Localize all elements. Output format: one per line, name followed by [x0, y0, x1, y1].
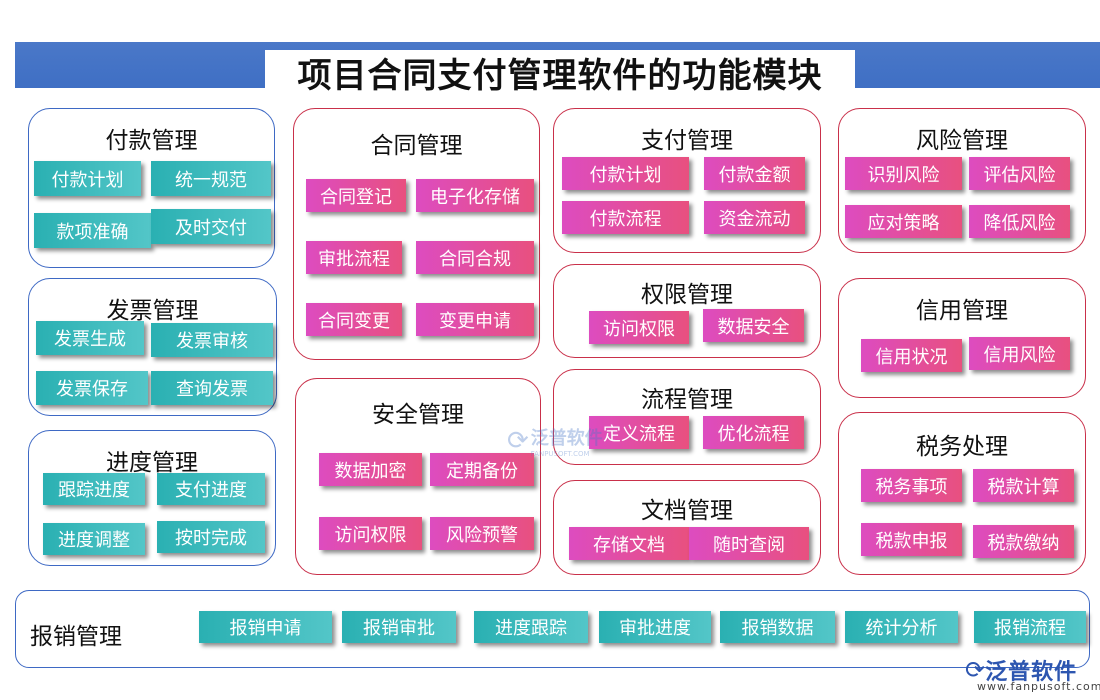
- panel-document-mgmt: 文档管理 存储文档 随时查阅: [553, 480, 821, 575]
- panel-payment-mgmt: 付款管理 付款计划 统一规范 款项准确 及时交付: [28, 108, 275, 268]
- panel-progress-mgmt: 进度管理 跟踪进度 支付进度 进度调整 按时完成: [28, 430, 276, 566]
- item-unified-standard[interactable]: 统一规范: [151, 161, 271, 196]
- panel-contract-mgmt: 合同管理 合同登记 电子化存储 审批流程 合同合规 合同变更 变更申请: [293, 108, 540, 360]
- panel-title: 进度管理: [106, 450, 198, 476]
- brand-logo-text: 泛普软件: [985, 660, 1078, 685]
- item-credit-risk[interactable]: 信用风险: [969, 337, 1070, 370]
- panel-title: 信用管理: [916, 298, 1008, 324]
- item-invoice-review[interactable]: 发票审核: [151, 323, 273, 357]
- panel-pay-mgmt: 支付管理 付款计划 付款金额 付款流程 资金流动: [553, 108, 821, 253]
- item-approval-process[interactable]: 审批流程: [306, 241, 402, 274]
- item-invoice-query[interactable]: 查询发票: [151, 371, 273, 405]
- item-change-request[interactable]: 变更申请: [416, 303, 534, 336]
- brand-logo-url: www.fanpusoft.com: [977, 680, 1100, 693]
- item-anytime-review[interactable]: 随时查阅: [689, 527, 809, 560]
- brand-logo-icon: ⟳: [965, 656, 986, 684]
- panel-title: 安全管理: [372, 402, 464, 428]
- item-reimburse-process[interactable]: 报销流程: [974, 611, 1086, 643]
- panel-permission-mgmt: 权限管理 访问权限 数据安全: [553, 264, 821, 358]
- panel-title: 权限管理: [641, 282, 733, 308]
- item-define-process[interactable]: 定义流程: [589, 416, 689, 449]
- panel-security-mgmt: 安全管理 数据加密 定期备份 访问权限 风险预警: [295, 378, 541, 575]
- item-tax-calculation[interactable]: 税款计算: [973, 469, 1074, 502]
- brand-logo: ⟳ 泛普软件 www.fanpusoft.com: [965, 654, 1100, 693]
- item-risk-warning[interactable]: 风险预警: [430, 517, 534, 550]
- item-payment-progress[interactable]: 支付进度: [157, 473, 265, 505]
- item-reimburse-data[interactable]: 报销数据: [720, 611, 835, 643]
- panel-title: 支付管理: [641, 128, 733, 154]
- item-accurate-amount[interactable]: 款项准确: [34, 213, 151, 248]
- item-track-progress[interactable]: 跟踪进度: [43, 473, 145, 505]
- item-store-document[interactable]: 存储文档: [569, 527, 689, 560]
- panel-title: 税务处理: [916, 434, 1008, 460]
- panel-tax-mgmt: 税务处理 税务事项 税款计算 税款申报 税款缴纳: [838, 412, 1086, 575]
- panel-title: 流程管理: [641, 387, 733, 413]
- item-tax-payment[interactable]: 税款缴纳: [973, 525, 1074, 558]
- item-invoice-generate[interactable]: 发票生成: [36, 321, 144, 355]
- item-invoice-save[interactable]: 发票保存: [36, 371, 148, 405]
- item-data-security[interactable]: 数据安全: [703, 309, 804, 342]
- watermark-logo-icon: ⟳: [507, 426, 529, 456]
- item-approval-progress[interactable]: 审批进度: [599, 611, 711, 643]
- watermark: ⟳ 泛普软件 FANPUSOFT.COM: [507, 424, 603, 458]
- item-data-encryption[interactable]: 数据加密: [319, 453, 422, 486]
- item-pay-amount[interactable]: 付款金额: [704, 157, 805, 190]
- item-contract-compliance[interactable]: 合同合规: [416, 241, 534, 274]
- item-identify-risk[interactable]: 识别风险: [845, 157, 962, 190]
- panel-reimburse-mgmt: 报销管理 报销申请 报销审批 进度跟踪 审批进度 报销数据 统计分析 报销流程: [15, 590, 1090, 668]
- panel-title: 报销管理: [30, 624, 122, 650]
- watermark-url: FANPUSOFT.COM: [530, 450, 590, 458]
- panel-risk-mgmt: 风险管理 识别风险 评估风险 应对策略 降低风险: [838, 108, 1086, 253]
- item-reimburse-approve[interactable]: 报销审批: [342, 611, 456, 643]
- item-pay-process[interactable]: 付款流程: [562, 201, 689, 234]
- panel-process-mgmt: 流程管理 定义流程 优化流程: [553, 369, 821, 465]
- item-timely-delivery[interactable]: 及时交付: [151, 209, 271, 244]
- item-pay-plan[interactable]: 付款计划: [562, 157, 689, 190]
- panel-title: 发票管理: [106, 298, 199, 324]
- item-fund-flow[interactable]: 资金流动: [704, 201, 805, 234]
- panel-credit-mgmt: 信用管理 信用状况 信用风险: [838, 278, 1086, 398]
- item-progress-tracking[interactable]: 进度跟踪: [474, 611, 588, 643]
- item-credit-status[interactable]: 信用状况: [861, 339, 962, 372]
- item-reduce-risk[interactable]: 降低风险: [969, 205, 1070, 238]
- item-payment-plan[interactable]: 付款计划: [34, 161, 141, 196]
- item-optimize-process[interactable]: 优化流程: [703, 416, 804, 449]
- item-response-strategy[interactable]: 应对策略: [845, 205, 962, 238]
- item-contract-change[interactable]: 合同变更: [306, 303, 402, 336]
- item-contract-register[interactable]: 合同登记: [306, 179, 406, 212]
- panel-title: 合同管理: [370, 133, 463, 159]
- item-statistical-analysis[interactable]: 统计分析: [845, 611, 958, 643]
- watermark-brand: 泛普软件: [530, 428, 603, 449]
- item-progress-adjust[interactable]: 进度调整: [43, 523, 145, 555]
- item-access-permission[interactable]: 访问权限: [319, 517, 422, 550]
- item-regular-backup[interactable]: 定期备份: [430, 453, 534, 486]
- panel-title: 文档管理: [641, 498, 733, 524]
- panel-title: 风险管理: [916, 128, 1008, 154]
- item-tax-declaration[interactable]: 税款申报: [861, 523, 962, 556]
- page-title: 项目合同支付管理软件的功能模块: [265, 50, 855, 96]
- item-assess-risk[interactable]: 评估风险: [969, 157, 1070, 190]
- item-tax-matters[interactable]: 税务事项: [861, 469, 962, 502]
- item-access-permission[interactable]: 访问权限: [589, 311, 689, 344]
- panel-title: 付款管理: [105, 128, 198, 154]
- item-electronic-storage[interactable]: 电子化存储: [416, 179, 534, 212]
- item-reimburse-apply[interactable]: 报销申请: [199, 611, 332, 643]
- item-on-time-complete[interactable]: 按时完成: [157, 521, 265, 553]
- panel-invoice-mgmt: 发票管理 发票生成 发票审核 发票保存 查询发票: [28, 278, 277, 416]
